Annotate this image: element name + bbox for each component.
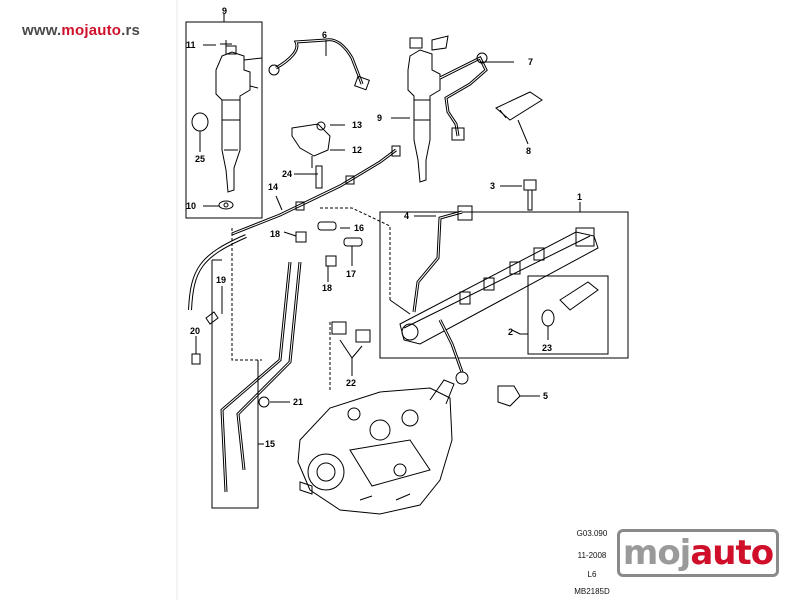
- reference-date: 11-2008: [577, 551, 607, 560]
- callout-17: 17: [346, 269, 356, 279]
- callout-25: 25: [195, 154, 205, 164]
- callout-18a: 18: [270, 229, 280, 239]
- url-prefix: www.: [22, 22, 62, 39]
- o-ring: [191, 112, 209, 132]
- callout-6: 6: [322, 30, 327, 40]
- site-url[interactable]: www.mojauto.rs: [22, 22, 140, 39]
- callout-9b: 9: [377, 113, 382, 123]
- callout-23: 23: [542, 343, 552, 353]
- callout-15: 15: [265, 439, 275, 449]
- clip: [497, 385, 521, 407]
- return-pipe-15: [220, 261, 292, 493]
- bolt-small: [220, 40, 232, 48]
- callout-20: 20: [190, 326, 200, 336]
- url-suffix: .rs: [121, 22, 141, 39]
- callout-14: 14: [268, 182, 278, 192]
- callout-1: 1: [577, 192, 582, 202]
- callout-21: 21: [293, 397, 303, 407]
- bracket: [291, 123, 331, 157]
- callout-13: 13: [352, 120, 362, 130]
- return-hose: [188, 234, 247, 311]
- callout-18b: 18: [322, 283, 332, 293]
- injector-right: [407, 35, 449, 183]
- high-pressure-pump: [297, 379, 455, 515]
- logo-part2: auto: [690, 533, 774, 573]
- diagram-sheet: [178, 0, 630, 600]
- callout-22: 22: [346, 378, 356, 388]
- fuel-rail: [399, 227, 599, 345]
- washer: [218, 200, 234, 210]
- callout-8: 8: [526, 146, 531, 156]
- logo-part1: moj: [622, 533, 691, 573]
- fuel-pipe-4: [412, 210, 463, 313]
- rail-frame: [379, 211, 629, 359]
- fuel-pipe-6: [275, 38, 364, 85]
- callout-24: 24: [282, 169, 292, 179]
- fitting-21: [258, 396, 270, 408]
- callout-11: 11: [186, 40, 196, 50]
- callout-2: 2: [508, 327, 513, 337]
- callout-4: 4: [404, 211, 409, 221]
- callout-9: 9: [222, 6, 227, 16]
- callout-19: 19: [216, 275, 226, 285]
- callout-16: 16: [354, 223, 364, 233]
- callout-7: 7: [528, 57, 533, 67]
- url-brand: mojauto: [61, 22, 122, 39]
- stud: [315, 165, 323, 189]
- reference-variant: L6: [587, 570, 597, 579]
- callout-10: 10: [186, 201, 196, 211]
- reference-drawing: MB2185D: [574, 587, 610, 596]
- bolt-20: [191, 340, 201, 365]
- pipe-group-frame: [211, 259, 259, 509]
- callout-5: 5: [543, 391, 548, 401]
- callout-12: 12: [352, 145, 362, 155]
- sleeve: [495, 91, 543, 121]
- sensor-frame: [527, 275, 609, 355]
- injector-left: [215, 45, 263, 193]
- reference-code: G03.090: [576, 529, 608, 538]
- leak-off-pipe: [231, 148, 397, 236]
- pressure-sensor: [559, 281, 599, 311]
- callout-3: 3: [490, 181, 495, 191]
- bolt-3: [523, 179, 537, 211]
